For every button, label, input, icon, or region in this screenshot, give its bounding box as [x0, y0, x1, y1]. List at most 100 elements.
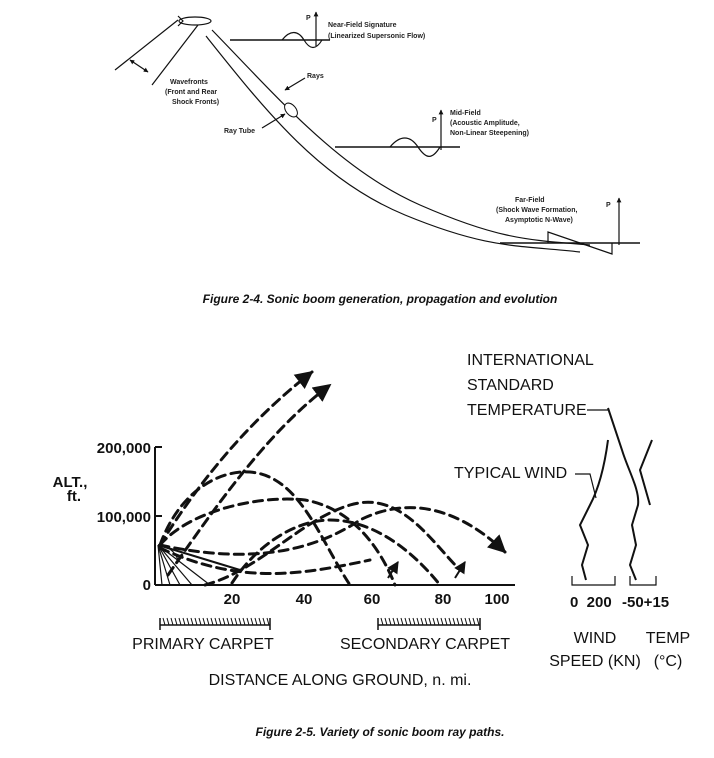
y-tick-label-200000: 200,000	[97, 440, 151, 457]
temp-scale-label: -50+15	[622, 594, 669, 611]
far-field-label: Far-Field	[515, 197, 545, 204]
ray-escape-1	[158, 370, 314, 547]
carpet-hatch-mark	[162, 617, 166, 626]
far-field-sublabel-1: (Shock Wave Formation,	[496, 207, 577, 214]
ray-low-2	[158, 546, 372, 575]
ray-tube-leader	[261, 113, 286, 129]
secondary-carpet-bar	[377, 617, 481, 630]
rays-leader	[284, 77, 306, 91]
wavefronts-label: Wavefronts	[170, 79, 208, 86]
rear-shock-line	[151, 24, 199, 86]
carpet-hatch-mark	[186, 617, 190, 626]
wind-speed-label-line2: SPEED (KN)	[549, 653, 641, 670]
carpet-hatch-mark	[428, 617, 432, 626]
y-tick-label-0: 0	[143, 577, 151, 594]
figure-2-4-caption: Figure 2-4. Sonic boom generation, propa…	[203, 292, 558, 306]
carpet-hatch-mark	[388, 617, 392, 626]
carpet-hatch-mark	[258, 617, 262, 626]
typical-wind-leader	[575, 473, 597, 499]
ray-tube-lower	[205, 35, 581, 253]
ray-arc-3	[230, 518, 442, 587]
y-axis-unit: ft.	[67, 488, 81, 505]
ray-low-1	[158, 506, 507, 556]
figure-2-5: 200,000 100,000 0 ALT., ft. 20 40 60 80 …	[53, 352, 691, 739]
carpet-hatch-mark	[218, 617, 222, 626]
mid-field-sublabel-1: (Acoustic Amplitude,	[450, 120, 520, 127]
carpet-hatch-mark	[436, 617, 440, 626]
x-tick-label-20: 20	[224, 591, 241, 608]
carpet-hatch-mark	[412, 617, 416, 626]
carpet-hatch-mark	[202, 617, 206, 626]
mid-field-signature	[335, 109, 460, 157]
carpet-hatch-mark	[424, 617, 428, 626]
ray-tube-label: Ray Tube	[224, 128, 255, 135]
carpet-hatch-mark	[448, 617, 452, 626]
carpet-hatch-mark	[262, 617, 266, 626]
secondary-boom-arrow-1	[387, 560, 399, 579]
carpet-hatch-mark	[238, 617, 242, 626]
primary-carpet-bar	[159, 617, 271, 630]
carpet-hatch-mark	[464, 617, 468, 626]
typical-wind-label: TYPICAL WIND	[454, 465, 567, 482]
rays-label: Rays	[307, 73, 324, 80]
carpet-hatch-mark	[404, 617, 408, 626]
carpet-hatch-mark	[254, 617, 258, 626]
carpet-hatch-mark	[384, 617, 388, 626]
ray-arc-4	[203, 500, 462, 587]
carpet-hatch-mark	[222, 617, 226, 626]
primary-carpet-label: PRIMARY CARPET	[132, 636, 274, 653]
carpet-hatch-mark	[452, 617, 456, 626]
mid-field-p-label: P	[432, 117, 437, 124]
mid-field-sublabel-2: Non-Linear Steepening)	[450, 130, 529, 137]
carpet-hatch-mark	[472, 617, 476, 626]
wind-axis-bracket	[571, 576, 616, 586]
carpet-hatch-mark	[182, 617, 186, 626]
temp-label-line2: (°C)	[654, 653, 683, 670]
carpet-hatch-mark	[206, 617, 210, 626]
far-field-p-label: P	[606, 202, 611, 209]
wind-scale-label: 0 200	[570, 594, 612, 611]
carpet-hatch-mark	[226, 617, 230, 626]
ist-label-line1: INTERNATIONAL	[467, 352, 594, 369]
carpet-hatch-mark	[420, 617, 424, 626]
carpet-hatch-mark	[476, 617, 480, 626]
far-field-signature	[500, 197, 640, 255]
carpet-hatch-mark	[396, 617, 400, 626]
ray-tube-upper	[211, 29, 591, 246]
ray-arc-1	[158, 470, 352, 587]
wavefronts-sublabel-1: (Front and Rear	[165, 89, 217, 96]
front-shock-line	[114, 19, 179, 71]
aircraft-icon	[177, 15, 212, 27]
x-tick-label-80: 80	[435, 591, 452, 608]
near-field-label: Near-Field Signature	[328, 22, 397, 29]
carpet-hatch-mark	[250, 617, 254, 626]
wind-speed-label-line1: WIND	[574, 630, 617, 647]
ist-label-line3: TEMPERATURE	[467, 402, 587, 419]
secondary-boom-arrow-2	[454, 560, 466, 579]
carpet-hatch-mark	[400, 617, 404, 626]
x-tick-label-60: 60	[364, 591, 381, 608]
x-tick-label-100: 100	[484, 591, 509, 608]
near-field-sublabel: (Linearized Supersonic Flow)	[328, 33, 425, 40]
carpet-hatch-mark	[170, 617, 174, 626]
ray-arc-2	[158, 497, 397, 587]
temperature-profile-upper	[638, 439, 653, 506]
carpet-hatch-mark	[230, 617, 234, 626]
temp-label-line1: TEMP	[646, 630, 690, 647]
y-tick-label-100000: 100,000	[97, 509, 151, 526]
y-axis-label: ALT.,	[53, 474, 88, 491]
near-field-p-label: P	[306, 15, 311, 22]
figure-2-5-caption: Figure 2-5. Variety of sonic boom ray pa…	[256, 725, 505, 739]
carpet-hatch-mark	[210, 617, 214, 626]
ist-label-line2: STANDARD	[467, 377, 554, 394]
figure-2-4: P Near-Field Signature (Linearized Super…	[114, 11, 640, 306]
carpet-hatch-mark	[246, 617, 250, 626]
carpet-hatch-mark	[234, 617, 238, 626]
ray-escape-2	[166, 383, 332, 577]
carpet-hatch-mark	[440, 617, 444, 626]
wind-profile	[578, 439, 609, 581]
near-field-signature	[230, 11, 330, 49]
carpet-hatch-mark	[432, 617, 436, 626]
carpet-hatch-mark	[198, 617, 202, 626]
carpet-hatch-mark	[178, 617, 182, 626]
